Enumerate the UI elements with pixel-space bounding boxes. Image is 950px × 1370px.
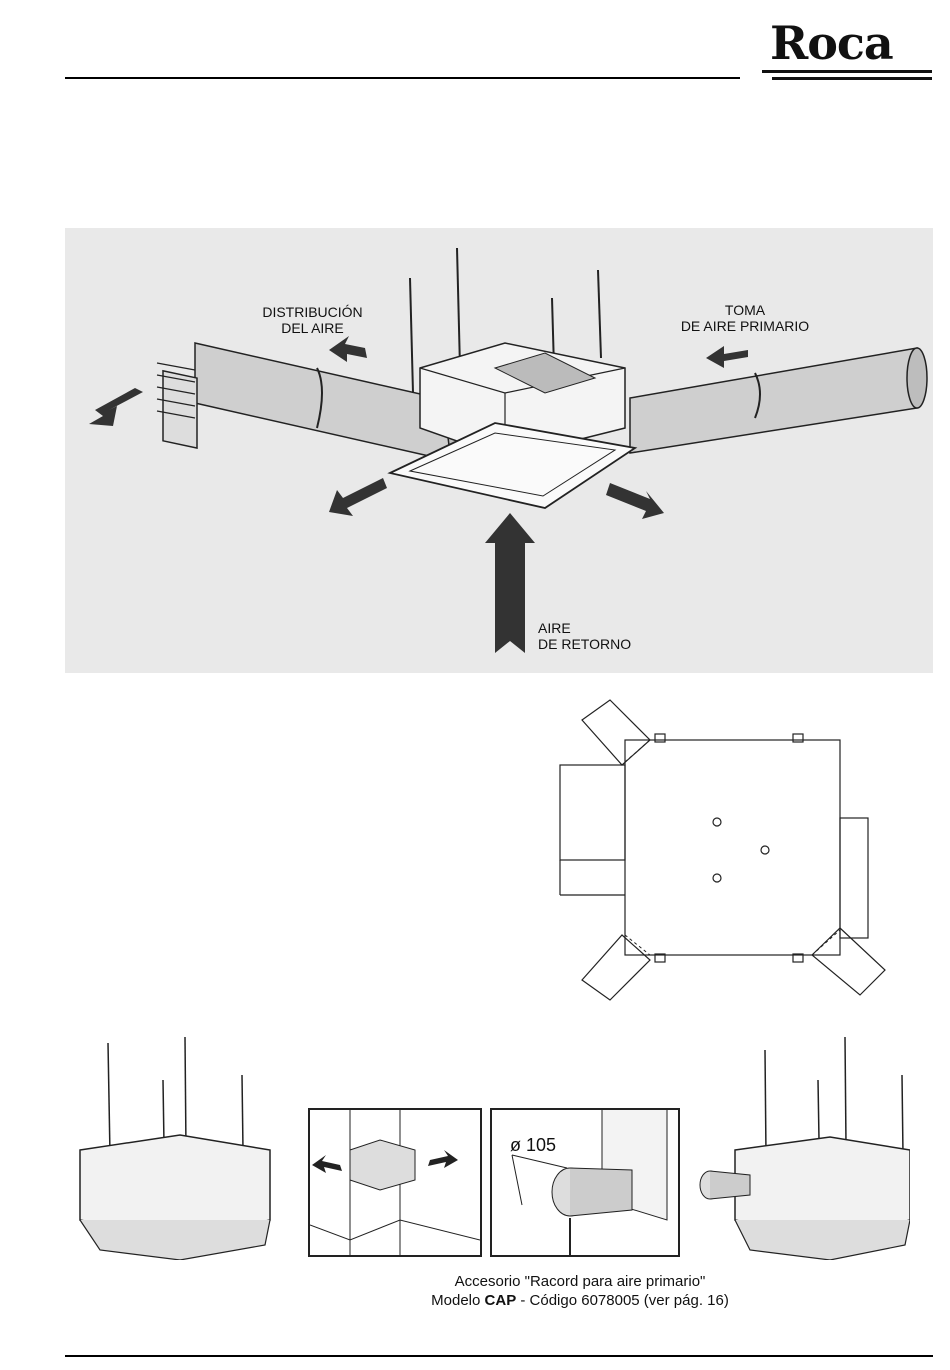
header-rule (65, 77, 740, 79)
unit-side-view-right (690, 1035, 910, 1260)
diameter-label: ø 105 (510, 1135, 556, 1156)
label-primary-air-intake: TOMA DE AIRE PRIMARIO (660, 302, 830, 334)
label-air-distribution: DISTRIBUCIÓN DEL AIRE (255, 304, 370, 336)
label-return-air: AIRE DE RETORNO (538, 620, 658, 652)
accessory-caption: Accesorio "Racord para aire primario" Mo… (380, 1272, 780, 1310)
top-view-diagram (550, 690, 895, 1010)
detail-box-connector: ø 105 (490, 1108, 680, 1257)
roca-logo: Roca (762, 14, 934, 84)
unit-side-view-left (70, 1035, 280, 1260)
installation-diagram-panel: DISTRIBUCIÓN DEL AIRE TOMA DE AIRE PRIMA… (65, 228, 933, 673)
footer-rule (65, 1355, 933, 1357)
installation-diagram (65, 228, 933, 673)
detail-box-bracket (308, 1108, 482, 1257)
